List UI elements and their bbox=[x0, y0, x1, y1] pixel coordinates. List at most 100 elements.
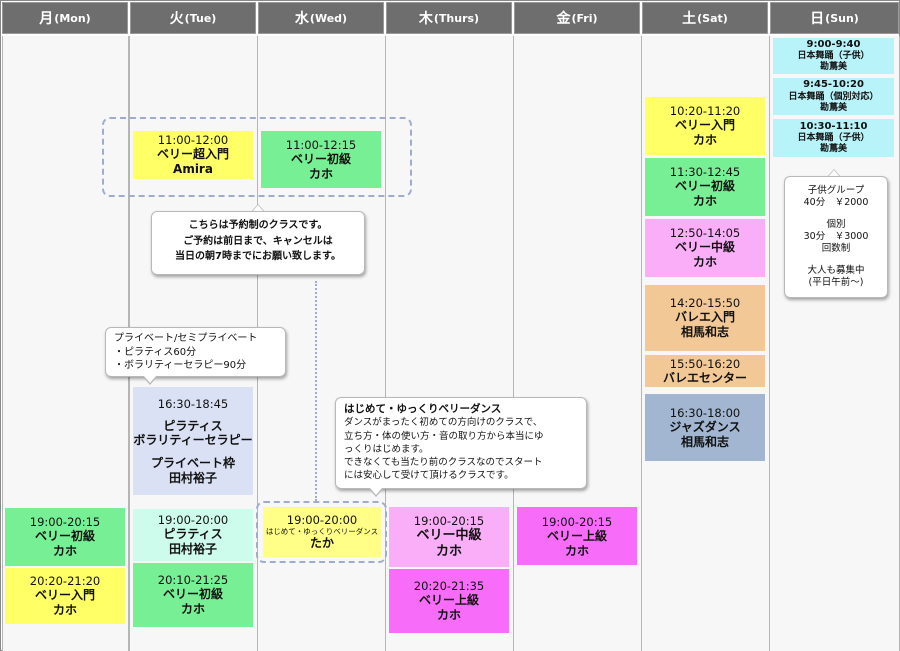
class-card-sat-1[interactable]: 10:20-11:20 ベリー入門 カホ bbox=[645, 97, 765, 155]
sunday-price-note-line: (平日午前〜) bbox=[808, 277, 864, 289]
beginner-class-note-line: 立ち方・体の使い方・音の取り方から本当にゆ bbox=[344, 430, 544, 442]
class-time: 9:00-9:40 bbox=[806, 38, 861, 50]
class-card-sun-3[interactable]: 10:30-11:10 日本舞踊（子供） 勘蔦美 bbox=[773, 119, 894, 157]
class-teacher: カホ bbox=[180, 602, 205, 616]
class-name: ジャズダンス bbox=[669, 419, 741, 434]
class-teacher: たか bbox=[309, 536, 334, 551]
class-teacher: カホ bbox=[308, 166, 333, 181]
class-card-thu-1[interactable]: 19:00-20:15 ベリー中級 カホ bbox=[389, 507, 509, 567]
class-card-thu-2[interactable]: 20:20-21:35 ベリー上級 カホ bbox=[389, 569, 509, 633]
class-teacher: カホ bbox=[692, 194, 717, 208]
sunday-price-note-line: 子供グループ bbox=[807, 185, 865, 196]
class-teacher: 田村裕子 bbox=[168, 470, 217, 485]
class-teacher: Amira bbox=[173, 162, 213, 176]
sunday-price-note: 子供グループ 40分 ￥2000 個別 30分 ￥3000 回数制 大人も募集中… bbox=[784, 176, 888, 298]
class-card-tue-2[interactable]: 16:30-18:45 ピラティス ボラリティーセラピー プライベート枠 田村裕… bbox=[133, 387, 253, 495]
reservation-note: こちらは予約制のクラスです。 ご予約は前日まで、キャンセルは 当日の朝7時までに… bbox=[151, 211, 365, 275]
class-teacher: 勘蔦美 bbox=[819, 62, 847, 73]
class-card-sun-1[interactable]: 9:00-9:40 日本舞踊（子供） 勘蔦美 bbox=[773, 38, 894, 74]
day-name-en: (Sat) bbox=[697, 11, 728, 25]
sunday-price-note-line: 個別 bbox=[826, 218, 846, 230]
class-name: ベリー入門 bbox=[674, 118, 735, 133]
class-time: 14:20-15:50 bbox=[669, 296, 741, 311]
beginner-note-connector bbox=[315, 281, 317, 501]
private-lesson-note-pointer bbox=[143, 376, 157, 385]
class-card-mon-2[interactable]: 20:20-21:20 ベリー入門 カホ bbox=[5, 568, 125, 624]
beginner-class-note-line: には安心して受けて頂けるクラスです。 bbox=[344, 469, 514, 481]
class-card-sat-5[interactable]: 15:50-16:20 バレエセンター bbox=[645, 355, 765, 387]
class-time: 16:30-18:45 bbox=[157, 396, 229, 411]
day-name: 土 bbox=[682, 11, 697, 27]
day-name: 水 bbox=[294, 11, 309, 27]
private-lesson-note-title: プライベート/セミプライベート bbox=[114, 333, 258, 344]
day-header-mon: 月(Mon) bbox=[2, 2, 128, 34]
class-name: バレエ入門 bbox=[674, 310, 735, 325]
class-name: ベリー初級 bbox=[162, 587, 223, 602]
day-name: 月 bbox=[39, 11, 54, 27]
class-name: 日本舞踊（子供） bbox=[797, 51, 870, 62]
sunday-price-note-line: 40分 ￥2000 bbox=[803, 197, 869, 209]
class-time: 16:30-18:00 bbox=[669, 405, 741, 420]
class-card-sat-3[interactable]: 12:50-14:05 ベリー中級 カホ bbox=[645, 219, 765, 277]
private-lesson-note-line: ・ピラティス60分 bbox=[114, 346, 197, 358]
class-card-tue-1[interactable]: 11:00-12:00 ベリー超入門 Amira bbox=[133, 131, 253, 179]
class-time: 10:30-11:10 bbox=[799, 120, 868, 132]
class-teacher: 勘蔦美 bbox=[819, 144, 847, 155]
class-time: 11:00-12:15 bbox=[285, 137, 357, 152]
day-name-en: (Mon) bbox=[54, 11, 91, 25]
day-name-en: (Thurs) bbox=[433, 11, 480, 25]
class-teacher: カホ bbox=[436, 608, 461, 622]
beginner-class-note-pointer bbox=[369, 488, 383, 497]
class-time: 15:50-16:20 bbox=[669, 356, 741, 371]
class-name: ベリー中級 bbox=[674, 240, 735, 255]
class-card-tue-3[interactable]: 19:00-20:00 ピラティス 田村裕子 bbox=[133, 509, 253, 561]
beginner-class-note: はじめて・ゆっくりベリーダンス ダンスがまったく初めての方向けのクラスで、 立ち… bbox=[335, 397, 587, 489]
private-lesson-note-line: ・ボラリティーセラピー90分 bbox=[114, 360, 247, 371]
class-time: 19:00-20:00 bbox=[286, 513, 358, 528]
class-name: ピラティス bbox=[163, 418, 223, 433]
class-teacher: カホ bbox=[692, 255, 717, 269]
class-teacher: カホ bbox=[692, 133, 717, 147]
class-time: 20:10-21:25 bbox=[157, 573, 229, 588]
class-time: 20:20-21:20 bbox=[29, 574, 101, 589]
day-name: 木 bbox=[418, 11, 433, 27]
class-note: プライベート枠 bbox=[150, 456, 235, 470]
reservation-note-line: ご予約は前日まで、キャンセルは bbox=[183, 235, 333, 247]
class-card-sat-2[interactable]: 11:30-12:45 ベリー初級 カホ bbox=[645, 158, 765, 216]
class-card-wed-1[interactable]: 11:00-12:15 ベリー初級 カホ bbox=[261, 131, 381, 188]
sunday-price-note-line: 30分 ￥3000 bbox=[803, 231, 869, 243]
class-teacher: カホ bbox=[52, 603, 77, 617]
sunday-price-note-line: 回数制 bbox=[821, 243, 851, 255]
day-header-fri: 金(Fri) bbox=[514, 2, 640, 34]
class-time: 9:45-10:20 bbox=[803, 79, 864, 91]
class-teacher: 勘蔦美 bbox=[819, 102, 847, 113]
class-time: 19:00-20:15 bbox=[29, 515, 101, 530]
class-name: ベリー中級 bbox=[416, 528, 482, 544]
class-teacher: 相馬和志 bbox=[680, 434, 729, 449]
class-time: 10:20-11:20 bbox=[669, 104, 741, 119]
day-header-thu: 木(Thurs) bbox=[386, 2, 512, 34]
class-card-sat-4[interactable]: 14:20-15:50 バレエ入門 相馬和志 bbox=[645, 285, 765, 351]
day-name-en: (Wed) bbox=[309, 11, 348, 25]
class-card-mon-1[interactable]: 19:00-20:15 ベリー初級 カホ bbox=[5, 508, 125, 566]
class-card-tue-4[interactable]: 20:10-21:25 ベリー初級 カホ bbox=[133, 563, 253, 627]
class-name: ピラティス bbox=[163, 527, 223, 542]
day-header-tue: 火(Tue) bbox=[130, 2, 256, 34]
class-teacher: 相馬和志 bbox=[680, 325, 729, 339]
class-name: 日本舞踊（個別対応） bbox=[788, 91, 879, 102]
day-name: 日 bbox=[810, 11, 825, 27]
class-name: ベリー上級 bbox=[546, 529, 607, 544]
class-name: ベリー初級 bbox=[34, 529, 95, 544]
class-time: 19:00-20:15 bbox=[413, 514, 485, 529]
class-time: 19:00-20:00 bbox=[157, 513, 229, 528]
class-card-sun-2[interactable]: 9:45-10:20 日本舞踊（個別対応） 勘蔦美 bbox=[773, 78, 894, 115]
class-card-fri-1[interactable]: 19:00-20:15 ベリー上級 カホ bbox=[517, 507, 637, 565]
class-card-wed-2[interactable]: 19:00-20:00 はじめて・ゆっくりベリーダンス たか bbox=[263, 507, 381, 557]
day-name: 金 bbox=[556, 11, 571, 27]
class-teacher: カホ bbox=[564, 543, 589, 558]
class-name: ベリー初級 bbox=[290, 151, 351, 166]
sunday-price-note-line: 大人も募集中 bbox=[807, 264, 865, 276]
class-card-sat-6[interactable]: 16:30-18:00 ジャズダンス 相馬和志 bbox=[645, 394, 765, 461]
reservation-note-pointer bbox=[251, 204, 265, 212]
